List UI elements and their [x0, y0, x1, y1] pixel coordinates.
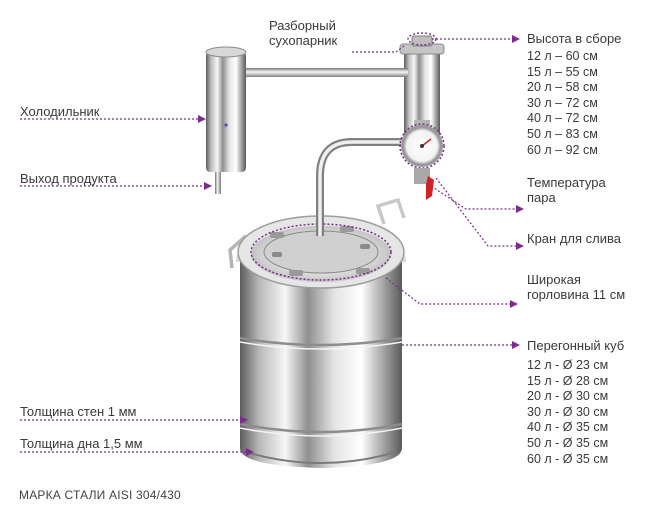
- label-wide-neck: Широкая горловина 11 см: [527, 272, 625, 302]
- steel-grade-note: МАРКА СТАЛИ AISI 304/430: [19, 488, 181, 502]
- label-wide-neck-line2: горловина 11 см: [527, 287, 626, 302]
- label-drain-valve: Кран для слива: [527, 231, 621, 246]
- label-dry-steamer: Разборный сухопарник: [269, 18, 337, 48]
- leader-lines: [20, 38, 516, 453]
- condenser: ✦: [205, 46, 247, 194]
- height-item: 60 л – 92 см: [527, 142, 598, 157]
- label-condenser: Холодильник: [20, 104, 100, 119]
- still-tank: [228, 197, 406, 468]
- diameter-item: 30 л - Ø 30 см: [527, 404, 609, 419]
- dry-steamer: [399, 32, 445, 144]
- steam-pipe: [316, 138, 416, 236]
- height-item: 20 л – 58 см: [527, 80, 598, 95]
- height-item: 40 л – 72 см: [527, 111, 598, 126]
- label-dry-steamer-line2: сухопарник: [269, 33, 338, 48]
- leader-arrows: [198, 35, 524, 456]
- label-still-tank: Перегонный куб: [527, 338, 625, 353]
- label-steam-temperature: Температура пара: [527, 175, 606, 205]
- diameter-item: 15 л - Ø 28 см: [527, 373, 609, 388]
- height-item: 30 л – 72 см: [527, 95, 598, 110]
- label-wide-neck-line1: Широкая: [527, 272, 581, 287]
- height-item: 50 л – 83 см: [527, 126, 598, 141]
- diameter-item: 40 л - Ø 35 см: [527, 420, 609, 435]
- height-item: 12 л – 60 см: [527, 49, 598, 63]
- connecting-pipe: [240, 68, 408, 77]
- diameter-item: 50 л - Ø 35 см: [527, 435, 609, 450]
- height-item: 15 л – 55 см: [527, 64, 598, 79]
- diameter-item: 20 л - Ø 30 см: [527, 389, 609, 404]
- height-list: 12 л – 60 см 15 л – 55 см 20 л – 58 см 3…: [527, 49, 598, 158]
- label-product-outlet: Выход продукта: [20, 171, 117, 186]
- label-dry-steamer-line1: Разборный: [269, 18, 336, 33]
- label-wall-thickness: Толщина стен 1 мм: [20, 404, 137, 419]
- label-bottom-thickness: Толщина дна 1,5 мм: [20, 436, 143, 451]
- diameter-list: 12 л - Ø 23 см 15 л - Ø 28 см 20 л - Ø 3…: [527, 358, 608, 467]
- svg-text:✦: ✦: [223, 121, 230, 130]
- thermometer: [399, 120, 445, 200]
- label-steam-temperature-line2: пара: [527, 190, 556, 205]
- label-height-title: Высота в сборе: [527, 31, 622, 46]
- diameter-item: 60 л - Ø 35 см: [527, 451, 609, 466]
- label-steam-temperature-line1: Температура: [527, 175, 606, 190]
- diameter-item: 12 л - Ø 23 см: [527, 358, 609, 372]
